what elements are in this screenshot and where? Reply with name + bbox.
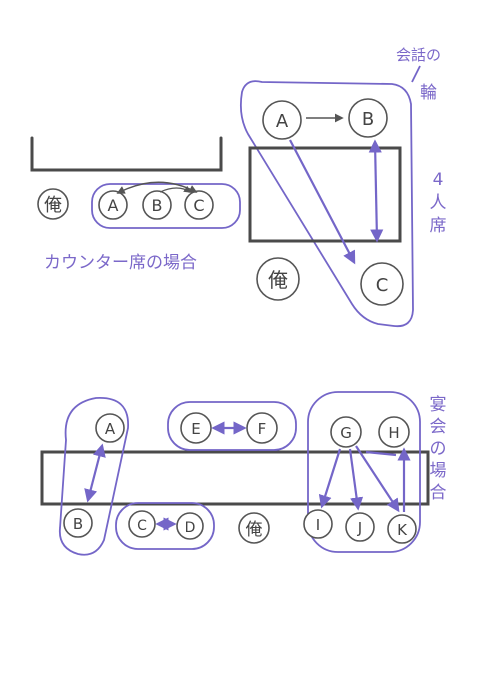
- four-seat-b-label: B: [362, 109, 374, 130]
- group-g-k: [307, 391, 421, 553]
- banquet-seat-k: K: [387, 514, 417, 544]
- banquet-seat-d: D: [176, 512, 204, 540]
- counter-seat-a-label: A: [108, 196, 119, 215]
- banquet-seat-a: A: [95, 413, 125, 443]
- banquet-scene: A B C D E F G H: [40, 391, 447, 556]
- arrow-g-k: [355, 445, 400, 513]
- arrow-g-i: [318, 448, 342, 509]
- arrow-g-j: [348, 448, 364, 511]
- four-seat-c-label: C: [376, 275, 389, 296]
- banquet-label-2: 会: [430, 417, 447, 437]
- banquet-seat-me: 俺: [238, 512, 270, 544]
- arrow-b-to-c: [368, 139, 384, 243]
- group-c-d: [115, 502, 215, 550]
- banquet-seat-c: C: [128, 510, 156, 538]
- counter-seat-c-label: C: [193, 196, 204, 215]
- four-seat-scene: A B C 俺 会話の 輪 4 人 席: [239, 46, 447, 328]
- banquet-seat-h: H: [378, 416, 410, 448]
- arrow-g-h-link: [365, 450, 397, 457]
- conversation-circle: [239, 80, 414, 328]
- banquet-seat-b: B: [63, 508, 93, 538]
- banquet-seat-e: E: [180, 412, 212, 444]
- banquet-seat-f-label: F: [258, 420, 267, 438]
- four-seat-me: 俺: [256, 257, 300, 301]
- banquet-label-3: の: [430, 439, 447, 459]
- banquet-label-5: 合: [430, 483, 447, 503]
- counter-caption: カウンター席の場合: [44, 253, 197, 273]
- banquet-seat-i: I: [303, 509, 333, 539]
- banquet-table: [40, 450, 430, 506]
- banquet-seat-j-label: J: [357, 519, 362, 537]
- banquet-label-4: 場: [430, 461, 447, 481]
- banquet-label-1: 宴: [430, 395, 447, 415]
- four-seat-a-label: A: [276, 111, 289, 132]
- arrow-a-b: [84, 443, 106, 503]
- counter-seat-b: B: [142, 190, 172, 220]
- banquet-seat-c-label: C: [137, 518, 147, 534]
- banquet-seat-f: F: [246, 412, 278, 444]
- conversation-label-pointer: [411, 65, 421, 83]
- four-seat-a: A: [262, 100, 302, 140]
- banquet-seat-g: G: [330, 416, 362, 448]
- counter-seat-me-label: 俺: [44, 195, 62, 216]
- counter-seat-a: A: [98, 190, 128, 220]
- four-seat-c: C: [360, 262, 404, 306]
- banquet-seat-e-label: E: [191, 420, 200, 438]
- banquet-seat-me-label: 俺: [246, 520, 263, 540]
- counter-arc-arrow-small: [159, 185, 192, 193]
- counter-seat-c: C: [184, 190, 214, 220]
- banquet-seat-g-label: G: [340, 424, 352, 442]
- counter-conversation-group: [91, 183, 241, 229]
- conversation-label-line2: 輪: [420, 83, 437, 103]
- banquet-seat-b-label: B: [73, 515, 83, 533]
- four-seat-table: [248, 146, 402, 243]
- four-seat-label-nin: 人: [430, 193, 447, 213]
- counter-table: [30, 136, 223, 172]
- four-seat-me-label: 俺: [268, 268, 288, 292]
- banquet-seat-a-label: A: [105, 420, 116, 438]
- banquet-seat-h-label: H: [388, 424, 399, 442]
- group-e-f: [167, 401, 297, 451]
- banquet-seat-d-label: D: [185, 520, 196, 536]
- group-a-b: [58, 397, 129, 556]
- counter-scene: 俺 A B C カウンター席の場合: [30, 136, 241, 273]
- four-seat-label-4: 4: [433, 170, 444, 190]
- banquet-seat-j: J: [345, 512, 375, 542]
- banquet-seat-k-label: K: [397, 521, 408, 539]
- banquet-seat-i-label: I: [316, 516, 320, 534]
- counter-seat-me: 俺: [37, 188, 69, 220]
- arrow-a-to-c: [289, 139, 356, 265]
- conversation-label-line1: 会話の: [396, 46, 441, 64]
- counter-seat-b-label: B: [152, 196, 163, 215]
- four-seat-b: B: [348, 98, 388, 138]
- four-seat-label-seki: 席: [430, 216, 447, 236]
